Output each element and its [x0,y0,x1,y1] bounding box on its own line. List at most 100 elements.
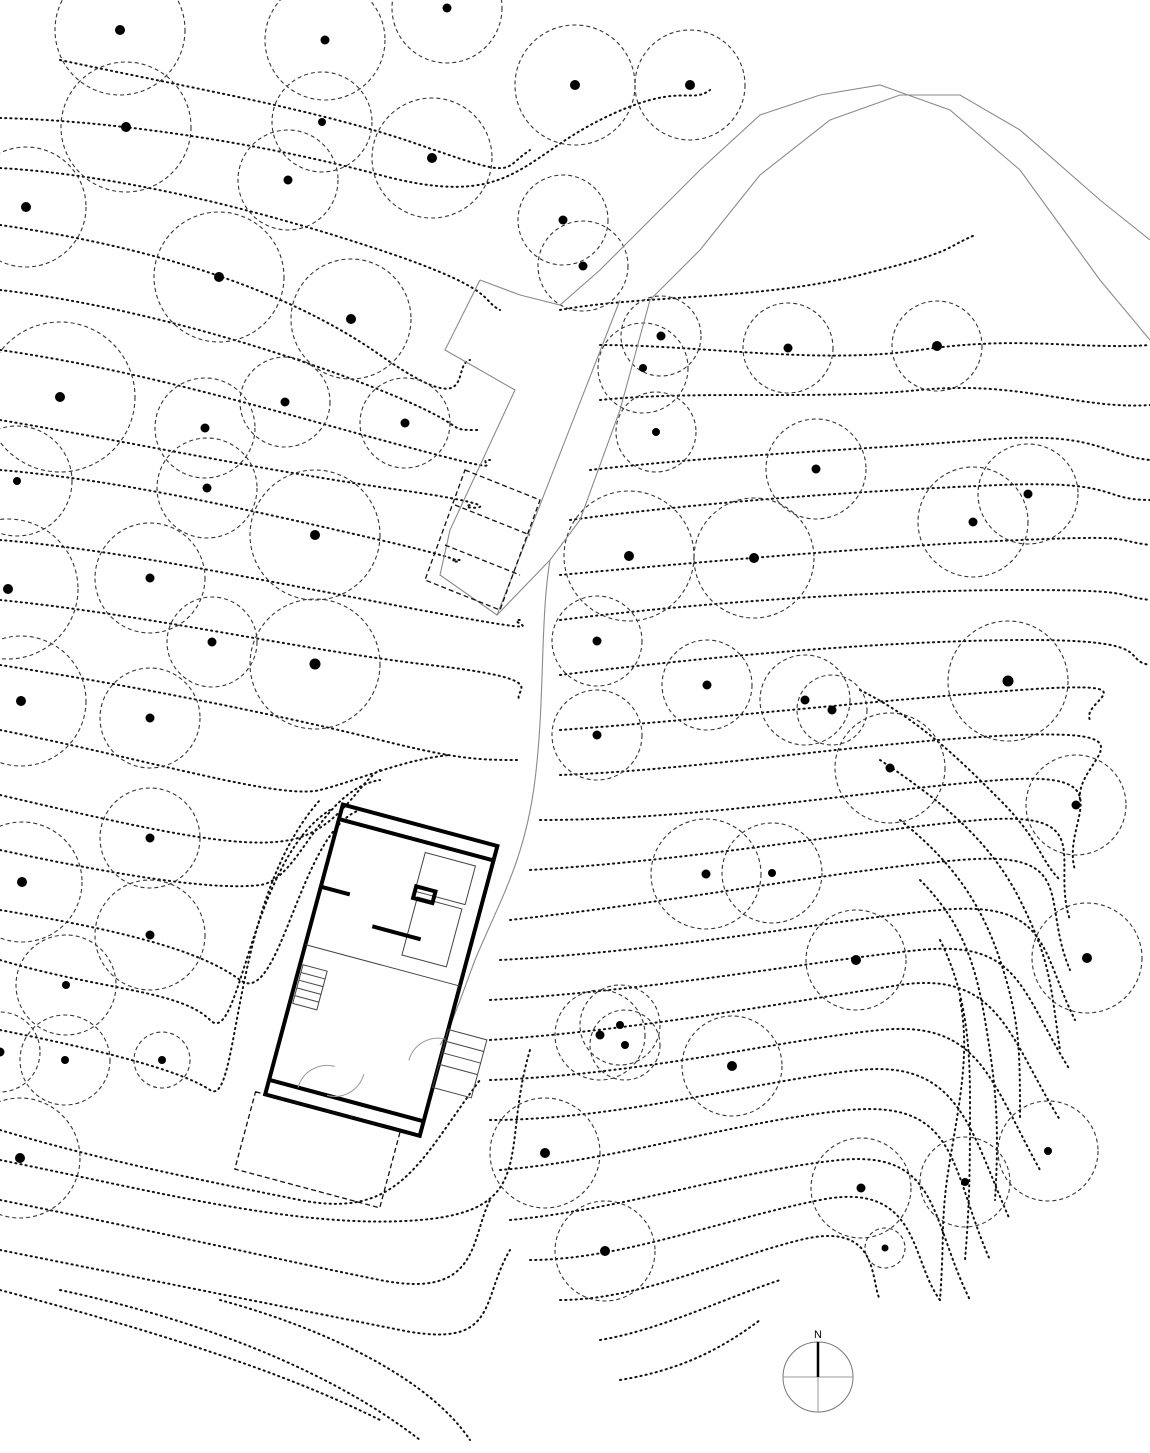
tree [891,300,983,392]
tree-canopy [634,29,746,141]
contour-lines [0,59,1150,1441]
driveway-edge-2 [479,84,1150,341]
tree-canopy [99,787,201,889]
tree-canopy [0,635,87,767]
tree-canopy [917,466,1029,578]
tree [947,620,1069,742]
tree [681,1015,783,1117]
room-divider [305,944,460,987]
tree-trunk [656,331,666,341]
tree-canopy [0,425,73,537]
tree-canopy [290,258,412,380]
tree-trunk [592,730,602,740]
tree [1025,754,1127,856]
tree [634,29,746,141]
tree-canopy [620,295,702,377]
tree-trunk [318,118,326,126]
tree [0,146,87,268]
tree [551,595,643,687]
tree-canopy [597,322,689,414]
tree-trunk [310,530,320,540]
tree-trunk [851,955,861,965]
tree-trunk [968,517,978,527]
tree-trunk [400,418,410,428]
tree-trunk [200,423,210,433]
tree-trunk [652,428,660,436]
tree-canopy [153,211,285,343]
tree-trunk [309,658,321,670]
tree [264,0,386,101]
tree-trunk [115,25,125,35]
tree-canopy [371,97,493,219]
tree-canopy [94,522,206,634]
tree-canopy [391,0,503,64]
tree [249,469,381,601]
tree [864,1227,906,1269]
tree [489,1097,601,1209]
tree [271,71,373,173]
tree [166,596,258,688]
tree-canopy [15,934,117,1036]
tree [810,1137,912,1239]
tree-trunk [702,680,712,690]
tree [597,322,689,414]
tree-canopy [54,0,186,96]
tree-trunk [280,397,290,407]
tree-canopy [650,818,762,930]
tree-trunk [885,763,895,773]
tree [0,821,83,943]
tree [0,425,73,537]
tree-canopy [834,712,946,824]
tree [99,667,201,769]
tree-canopy [721,822,823,924]
tree-canopy [693,497,815,619]
tree-trunk [21,202,31,212]
tree-canopy [947,620,1069,742]
tree-canopy [133,1031,191,1089]
tree-trunk [61,1056,69,1064]
tree-trunk [1044,1147,1052,1155]
tree-trunk [346,314,356,324]
tree [765,418,867,520]
tree [290,258,412,380]
tree-trunk [320,35,330,45]
tree-canopy [759,654,851,746]
tree-canopy [589,1009,661,1081]
tree [239,356,331,448]
tree [94,522,206,634]
tree-canopy [977,443,1079,545]
footpath [439,559,551,1046]
north-arrow: N [782,1329,854,1413]
tree-trunk [578,261,588,271]
tree [796,674,868,746]
kitchen-counter [401,896,463,968]
tree-trunk [701,869,711,879]
tree-trunk [856,1183,866,1193]
tree-canopy [919,1136,1011,1228]
tree-canopy [537,220,629,312]
tree [537,220,629,312]
tree-trunk [16,696,26,706]
house-plan [234,802,500,1209]
tree-canopy [489,1097,601,1209]
tree [579,984,661,1066]
tree-canopy [239,356,331,448]
tree-canopy [156,437,258,539]
tree-canopy [551,595,643,687]
tree-trunk [558,215,568,225]
tree-canopy [1031,902,1143,1014]
tree-trunk [685,80,695,90]
door-swing [297,1064,335,1088]
tree [693,497,815,619]
tree-trunk [932,341,942,351]
tree-trunk [540,1148,550,1158]
tree-canopy [99,667,201,769]
tree-canopy [1025,754,1127,856]
tree [919,1136,1011,1228]
tree-canopy [864,1227,906,1269]
tree [94,879,206,991]
tree-trunk [145,713,155,723]
tree [249,598,381,730]
tree-canopy [271,71,373,173]
tree-trunk [62,981,70,989]
